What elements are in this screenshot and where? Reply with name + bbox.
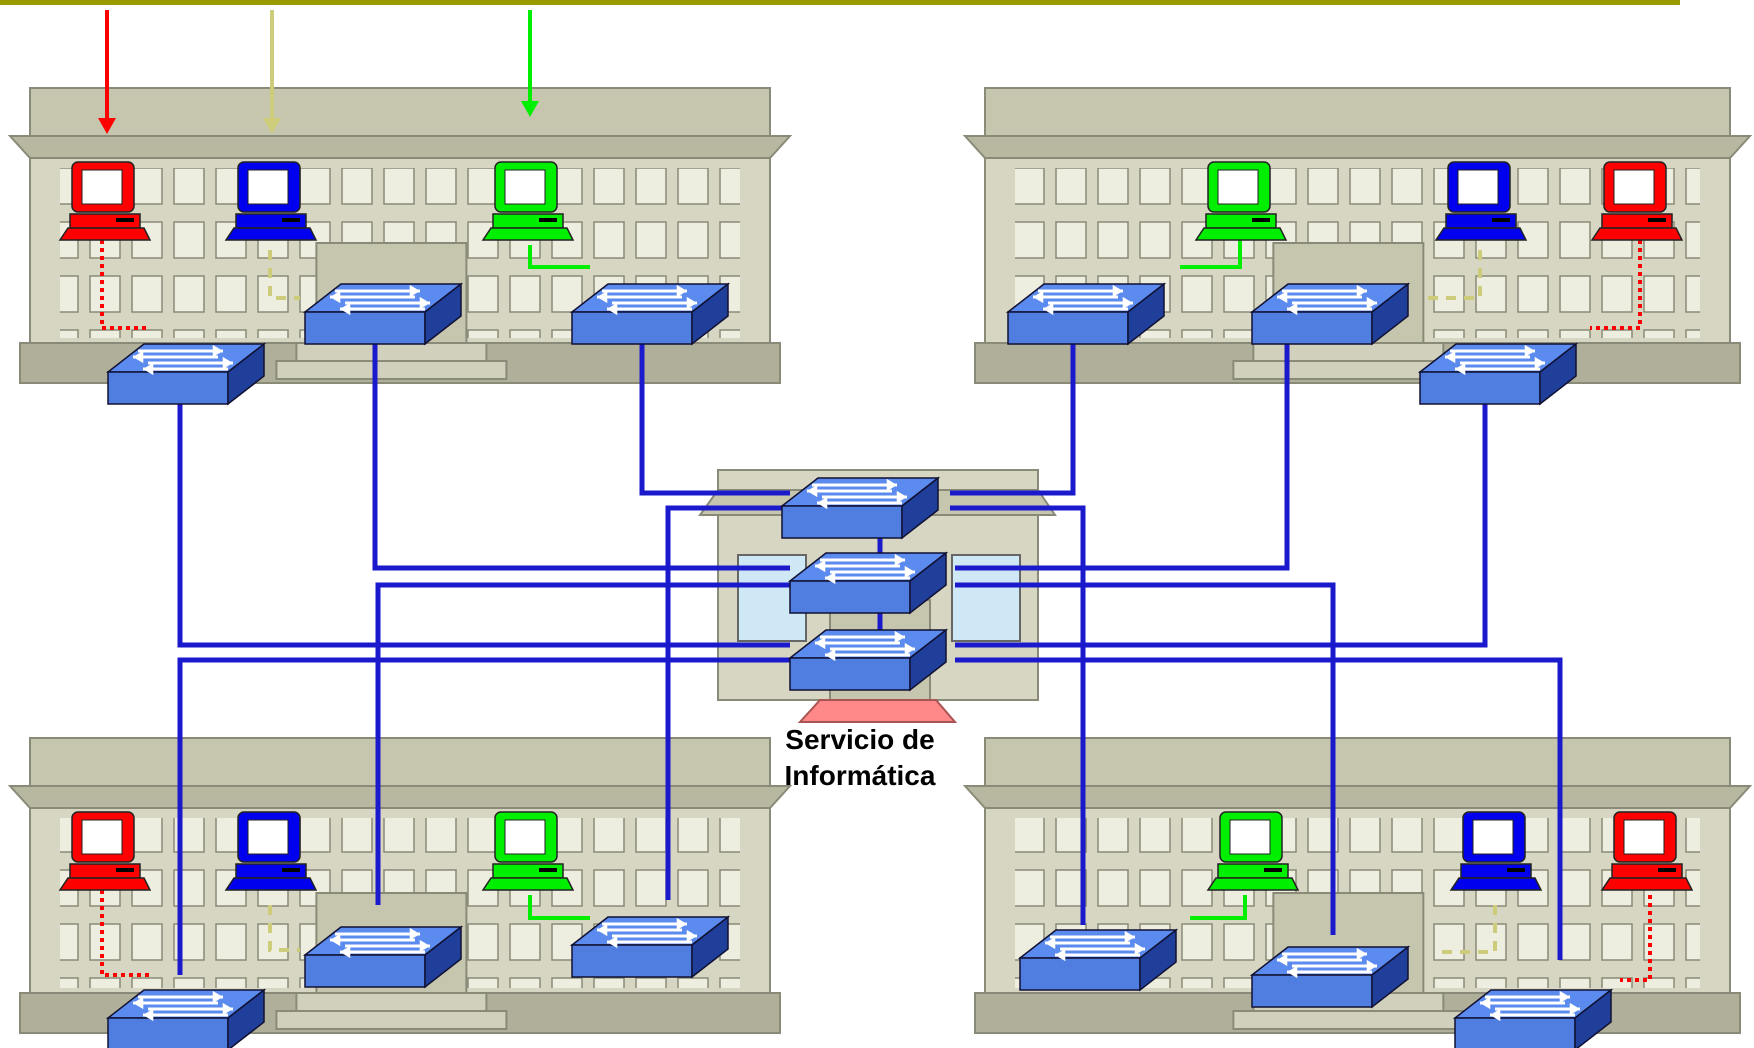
- switch-tl-2: [302, 282, 464, 346]
- pc-tr-blue: [1434, 161, 1528, 241]
- trunk-bl-a: [177, 657, 790, 975]
- trunk-bl-c: [665, 505, 790, 900]
- caption-line-2: Informática: [784, 760, 936, 791]
- pc-tl-red: [58, 161, 152, 241]
- link-tr-red: [1590, 240, 1642, 330]
- pc-tl-blue: [224, 161, 318, 241]
- link-tl-green: [528, 245, 590, 269]
- switch-core-1: [779, 476, 941, 540]
- trunk-tl-c: [639, 315, 790, 496]
- switch-bl-2: [302, 925, 464, 989]
- pc-br-red: [1600, 811, 1694, 891]
- switch-core-3: [787, 628, 949, 692]
- vlan-arrows: [98, 10, 539, 134]
- access-links: [100, 240, 1652, 982]
- central-caption: Servicio de Informática: [760, 722, 960, 794]
- pcs-layer: [58, 161, 1694, 891]
- link-tl-red: [100, 240, 150, 330]
- arrow-red: [98, 10, 116, 134]
- trunk-bl-b: [375, 582, 790, 905]
- trunk-tl-a: [177, 370, 790, 648]
- entrance-mat: [797, 699, 958, 723]
- switch-br-2: [1249, 945, 1411, 1009]
- switch-bl-1: [105, 988, 267, 1048]
- switch-br-3: [1452, 988, 1614, 1048]
- header-bar: [0, 0, 1680, 5]
- trunk-br-a: [950, 505, 1086, 925]
- switch-tr-3: [1417, 342, 1579, 406]
- switch-tr-2: [1249, 282, 1411, 346]
- link-br-green: [1190, 895, 1247, 920]
- trunk-tl-b: [372, 320, 790, 571]
- trunk-br-b: [955, 582, 1336, 935]
- switch-br-1: [1017, 928, 1179, 992]
- trunk-br-c: [955, 657, 1563, 960]
- switch-core-2: [787, 551, 949, 615]
- arrow-green: [521, 10, 539, 117]
- trunk-links: [177, 310, 1563, 975]
- link-bl-green: [528, 895, 590, 920]
- link-tr-green: [1180, 240, 1242, 269]
- switch-tr-1: [1005, 282, 1167, 346]
- pc-br-blue: [1449, 811, 1543, 891]
- trunk-tr-a: [950, 310, 1076, 496]
- pc-bl-red: [58, 811, 152, 891]
- trunk-tr-b: [955, 310, 1290, 571]
- pc-tr-green: [1194, 161, 1288, 241]
- pc-tl-green: [481, 161, 575, 241]
- link-br-red: [1620, 895, 1652, 982]
- switch-tl-3: [569, 282, 731, 346]
- pc-br-green: [1206, 811, 1300, 891]
- arrow-khaki: [263, 10, 281, 134]
- switch-bl-3: [569, 915, 731, 979]
- pc-bl-blue: [224, 811, 318, 891]
- switch-tl-1: [105, 342, 267, 406]
- pc-tr-red: [1590, 161, 1684, 241]
- caption-line-1: Servicio de: [785, 724, 935, 755]
- link-bl-blue: [268, 905, 300, 952]
- trunk-tr-c: [955, 370, 1488, 648]
- pc-bl-green: [481, 811, 575, 891]
- switches-layer: [105, 282, 1614, 1048]
